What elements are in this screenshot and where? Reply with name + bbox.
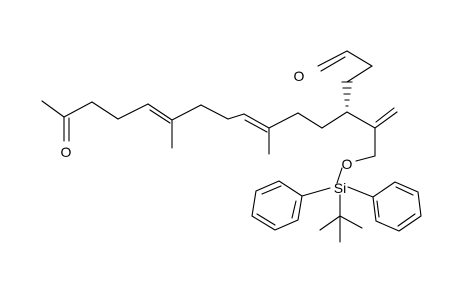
phenyl-left: [251, 180, 331, 231]
alkene-1: [147, 103, 202, 149]
alkene-2: [200, 104, 348, 155]
tert-butyl-group: [319, 194, 363, 243]
ether-oxygen-label: O: [342, 156, 353, 172]
methylene-fragment: [346, 107, 398, 162]
aldehyde-fragment: [317, 50, 373, 83]
o-si-bond: [336, 167, 343, 184]
ketone-oxygen-label: O: [61, 144, 72, 160]
stereocenter: [341, 81, 353, 107]
ketone-fragment: [41, 100, 149, 142]
silicon-label: Si: [334, 180, 346, 196]
phenyl-right: [347, 181, 422, 232]
aldehyde-oxygen-label: O: [294, 68, 305, 84]
